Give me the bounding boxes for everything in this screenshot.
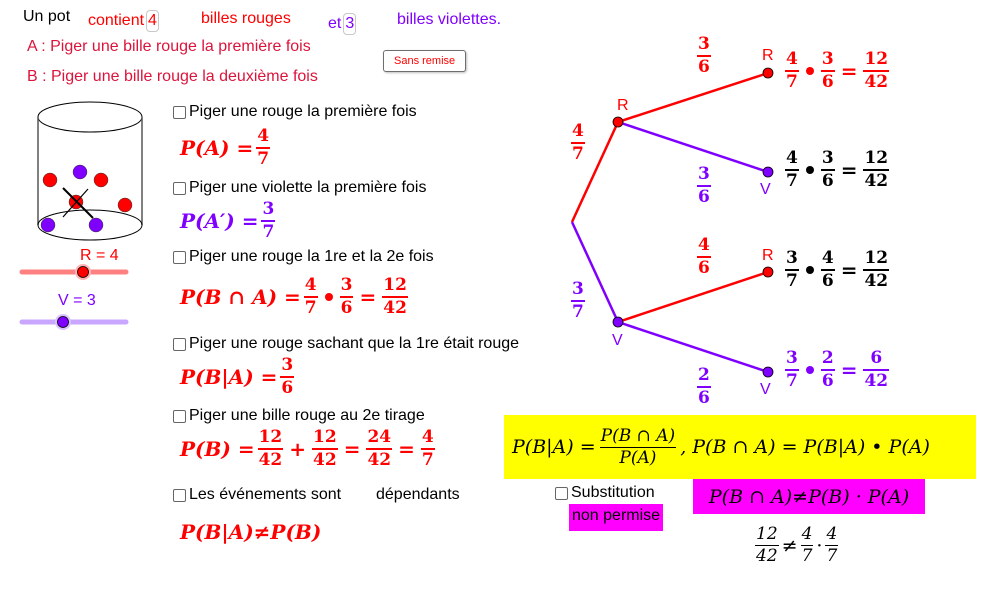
contient-text: contient — [88, 12, 145, 29]
et-text: et — [328, 15, 342, 32]
leaf-rv — [762, 166, 774, 178]
checkbox-evenements[interactable]: Les événements sont — [173, 486, 341, 504]
slider-r-handle — [77, 266, 89, 278]
intro-et: et 3 — [328, 13, 358, 35]
checkbox-label: Piger une bille rouge au 2e tirage — [189, 407, 425, 424]
checkbox-label: Piger une rouge sachant que la 1re était… — [189, 335, 520, 352]
leaf-vr — [762, 266, 774, 278]
node-v1-label: V — [612, 332, 623, 349]
leaf-rv-label: V — [760, 181, 771, 198]
checkbox-rouge-1re-2e[interactable]: Piger une rouge la 1re et la 2e fois — [173, 248, 434, 266]
slider-r[interactable] — [18, 262, 130, 282]
intro-contient: contient 4 — [88, 10, 161, 32]
checkbox-box[interactable] — [173, 337, 186, 351]
intro-un-pot: Un pot — [23, 8, 71, 25]
checkbox-box[interactable] — [173, 250, 186, 264]
checkbox-box[interactable] — [173, 105, 186, 119]
billes-violettes-text: billes violettes. — [397, 11, 502, 28]
sans-remise-button[interactable]: Sans remise — [383, 50, 467, 72]
red-marble — [42, 172, 58, 188]
node-r1 — [612, 116, 624, 128]
violet-marble — [72, 164, 88, 180]
checkbox-box[interactable] — [173, 409, 186, 423]
checkbox-label: Substitution — [571, 484, 655, 501]
checkbox-rouge-sachant[interactable]: Piger une rouge sachant que la 1re était… — [173, 335, 519, 353]
event-a-definition: A : Piger une bille rouge la première fo… — [27, 38, 311, 55]
leaf-vv — [762, 366, 774, 378]
leaf-vv-label: V — [760, 381, 771, 398]
checkbox-box[interactable] — [173, 181, 186, 195]
cross-mark-icon — [62, 187, 94, 219]
leaf-vr-label: R — [762, 247, 774, 264]
checkbox-premiere-rouge[interactable]: Piger une rouge la première fois — [173, 103, 417, 121]
billes-rouges-text: billes rouges — [201, 10, 291, 27]
node-r1-label: R — [617, 97, 629, 114]
checkbox-box[interactable] — [173, 488, 186, 502]
node-v1 — [612, 316, 624, 328]
slider-r-label: R = 4 — [80, 247, 119, 264]
slider-v[interactable] — [18, 312, 130, 332]
checkbox-box[interactable] — [555, 486, 568, 500]
dependants-text: dépendants — [376, 486, 460, 503]
red-count-input[interactable]: 4 — [146, 10, 159, 32]
checkbox-label: Piger une rouge la 1re et la 2e fois — [189, 248, 434, 265]
red-marble — [93, 172, 109, 188]
checkbox-rouge-2e-tirage[interactable]: Piger une bille rouge au 2e tirage — [173, 407, 425, 425]
non-permise-badge: non permise — [569, 504, 664, 531]
violet-marble — [88, 217, 104, 233]
red-marble — [117, 197, 133, 213]
leaf-rr — [762, 67, 774, 79]
checkbox-premiere-violette[interactable]: Piger une violette la première fois — [173, 179, 426, 197]
formula-dependance: P(B|A)≠P(B) — [180, 520, 322, 544]
checkbox-label: Les événements sont — [189, 486, 342, 503]
slider-v-label: V = 3 — [58, 292, 96, 309]
conditional-probability-formula-box: P(B|A) = P(B ∩ A)P(A) , P(B ∩ A) = P(B|A… — [504, 415, 976, 479]
event-b-definition: B : Piger une bille rouge la deuxième fo… — [27, 68, 318, 85]
slider-v-handle — [57, 316, 69, 328]
violet-count-input[interactable]: 3 — [343, 13, 357, 35]
checkbox-substitution[interactable]: Substitution — [555, 484, 655, 502]
pot-top-ellipse — [37, 101, 143, 133]
pot-bottom-ellipse — [37, 209, 143, 241]
pot-illustration — [37, 101, 143, 241]
checkbox-label: Piger une violette la première fois — [189, 179, 427, 196]
violet-marble — [40, 217, 56, 233]
checkbox-label: Piger une rouge la première fois — [189, 103, 417, 120]
leaf-rr-label: R — [762, 47, 774, 64]
substitution-inequality: P(B ∩ A)≠P(B) · P(A) — [693, 479, 925, 514]
